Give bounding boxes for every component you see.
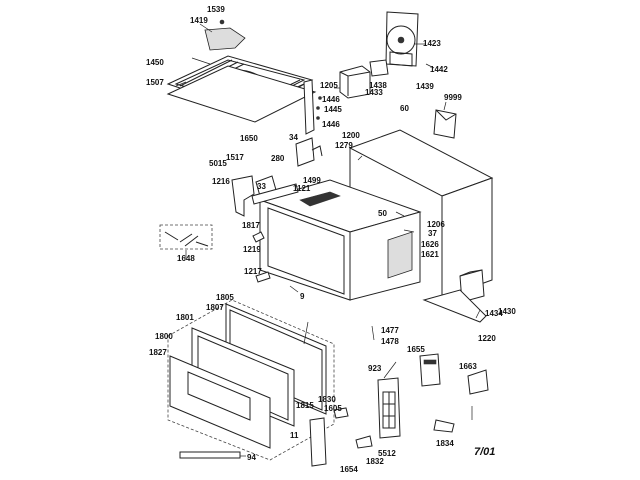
- wire-kit-box: [159, 224, 213, 250]
- part-label-1655: 1655: [407, 345, 425, 354]
- part-label-60: 60: [400, 104, 409, 113]
- part-label-1830: 1830: [318, 395, 336, 404]
- part-label-1205: 1205: [320, 81, 338, 90]
- part-label-280: 280: [271, 154, 285, 163]
- oven-cavity: [258, 179, 422, 301]
- switch-1832: [355, 435, 373, 449]
- part-label-9999: 9999: [444, 93, 462, 102]
- cooling-fan-assembly: [385, 11, 419, 67]
- part-label-1800: 1800: [155, 332, 173, 341]
- part-label-1478: 1478: [381, 337, 399, 346]
- door-assembly: [167, 299, 335, 461]
- part-label-1832: 1832: [366, 457, 384, 466]
- part-label-1216: 1216: [212, 177, 230, 186]
- part-label-94: 94: [247, 453, 256, 462]
- part-label-1815: 1815: [296, 401, 314, 410]
- hinge-bracket: [303, 79, 322, 135]
- stirrer-fan-assembly: [204, 19, 246, 51]
- revision-date: 7/01: [474, 446, 496, 458]
- part-label-1121: 1121: [293, 184, 311, 193]
- part-label-1446b: 1446: [322, 120, 340, 129]
- part-label-1648: 1648: [177, 254, 195, 263]
- part-label-1450: 1450: [146, 58, 164, 67]
- part-label-1446a: 1446: [322, 95, 340, 104]
- part-label-1517: 1517: [226, 153, 244, 162]
- part-label-5015: 5015: [209, 159, 227, 168]
- part-label-37: 37: [428, 229, 437, 238]
- part-label-1626: 1626: [421, 240, 439, 249]
- part-label-1827: 1827: [149, 348, 167, 357]
- part-label-1605: 1605: [324, 404, 342, 413]
- part-label-1442: 1442: [430, 65, 448, 74]
- part-label-1507: 1507: [146, 78, 164, 87]
- part-label-1217: 1217: [244, 267, 262, 276]
- envelope-manual: [433, 109, 457, 139]
- capacitor: [369, 59, 389, 77]
- part-label-9: 9: [300, 292, 305, 301]
- part-label-34: 34: [289, 133, 298, 142]
- switch-bracket-34: [295, 137, 323, 167]
- part-label-1430: 1430: [498, 307, 516, 316]
- part-label-11: 11: [290, 431, 299, 440]
- part-label-1433: 1433: [365, 88, 383, 97]
- part-label-1219: 1219: [243, 245, 261, 254]
- small-clips: [252, 231, 271, 283]
- part-label-50: 50: [378, 209, 387, 218]
- switch-bracket-33: [251, 175, 299, 205]
- part-label-1438: 1438: [369, 81, 387, 90]
- panel-923: [377, 377, 401, 439]
- part-label-1663: 1663: [459, 362, 477, 371]
- transformer-1663: [467, 369, 489, 395]
- oven-rack-assembly: [166, 55, 317, 123]
- part-label-33: 33: [257, 182, 266, 191]
- part-label-1621: 1621: [421, 250, 439, 259]
- part-label-1439: 1439: [416, 82, 434, 91]
- part-label-1445: 1445: [324, 105, 342, 114]
- part-label-1423: 1423: [423, 39, 441, 48]
- part-label-5512: 5512: [378, 449, 396, 458]
- part-label-1801: 1801: [176, 313, 194, 322]
- control-panel-1654: [309, 417, 327, 467]
- label-1605: [333, 407, 349, 419]
- part-label-1206: 1206: [427, 220, 445, 229]
- part-label-1419: 1419: [190, 16, 208, 25]
- part-label-1654: 1654: [340, 465, 358, 474]
- transformer-block: [339, 65, 371, 99]
- part-label-1805: 1805: [216, 293, 234, 302]
- part-label-923: 923: [368, 364, 382, 373]
- board-1655: [419, 353, 441, 387]
- part-label-1477: 1477: [381, 326, 399, 335]
- part-label-1220: 1220: [478, 334, 496, 343]
- part-label-1279: 1279: [335, 141, 353, 150]
- part-label-1817: 1817: [242, 221, 260, 230]
- part-label-1539: 1539: [207, 5, 225, 14]
- part-label-1499: 1499: [303, 176, 321, 185]
- part-label-1200: 1200: [342, 131, 360, 140]
- control-bracket-1216: [231, 175, 255, 217]
- outer-case: [348, 129, 494, 299]
- part-label-1434: 1434: [485, 309, 503, 318]
- part-label-1834: 1834: [436, 439, 454, 448]
- part-label-1650: 1650: [240, 134, 258, 143]
- switch-1834: [433, 419, 455, 433]
- leader-lines: [175, 23, 481, 457]
- air-duct-1220: [422, 289, 487, 323]
- part-label-1807: 1807: [206, 303, 224, 312]
